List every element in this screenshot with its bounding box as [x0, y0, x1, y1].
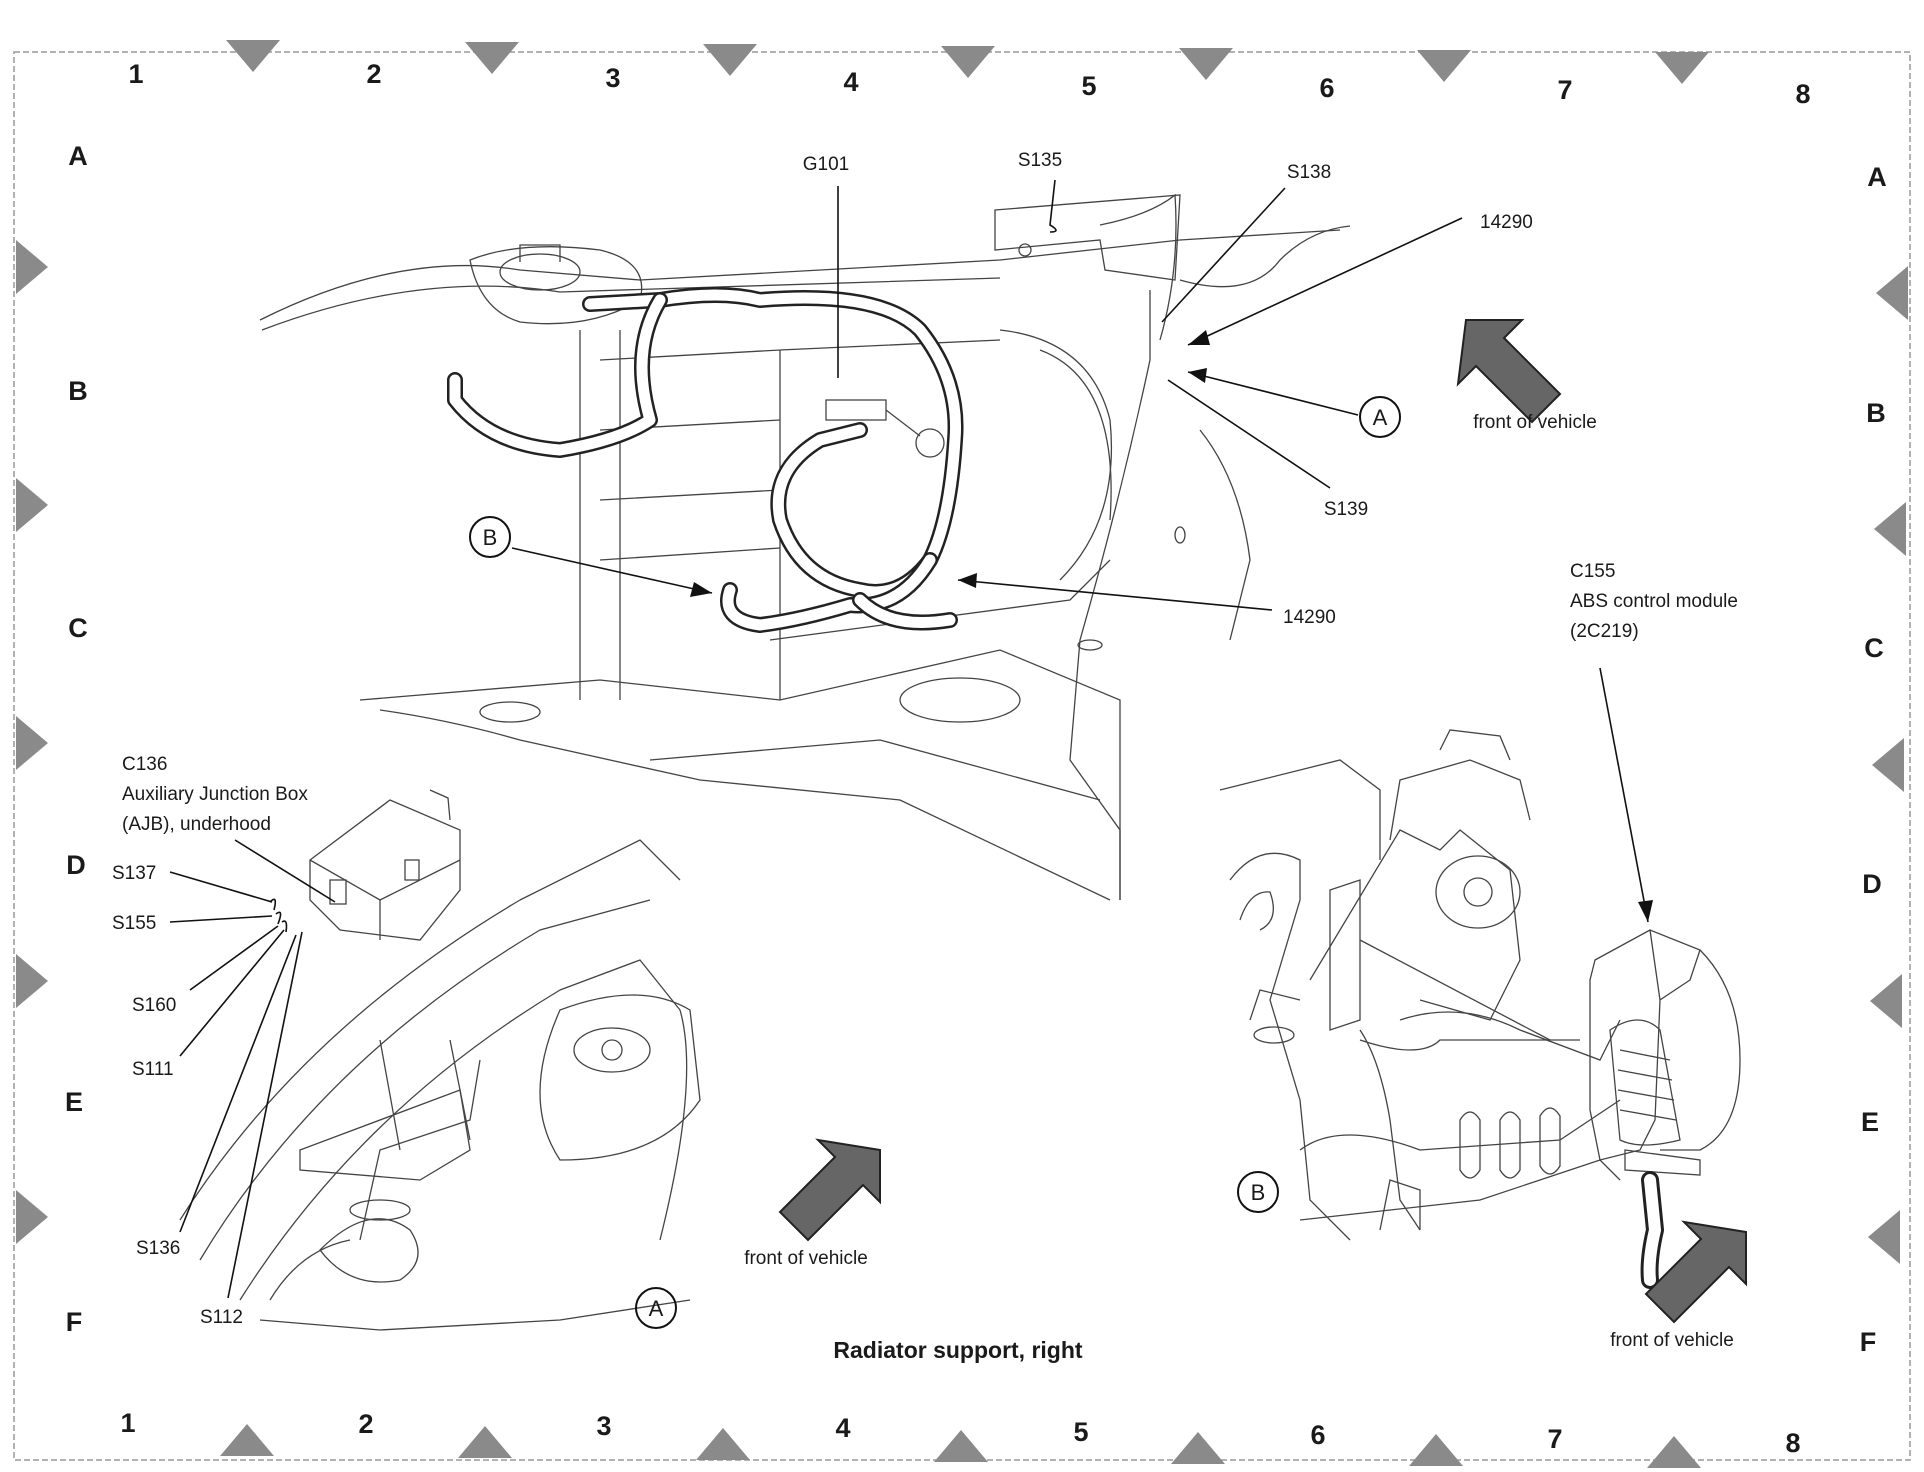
grid-row-a-left: A: [68, 141, 88, 171]
grid-row-f-right: F: [1860, 1327, 1877, 1357]
leader-arrowhead: [1638, 900, 1653, 922]
grid-col-5-top: 5: [1081, 71, 1096, 101]
leader-arrowhead: [958, 573, 977, 588]
grid-row-b-left: B: [68, 376, 88, 406]
callout-s138: S138: [1287, 162, 1331, 183]
grid-marker: [465, 42, 519, 74]
callout-abs-module: ABS control module: [1570, 591, 1738, 612]
grid-row-f-left: F: [66, 1307, 83, 1337]
diagram-caption: Radiator support, right: [833, 1337, 1083, 1363]
front-of-vehicle-label-middle: front of vehicle: [744, 1248, 868, 1269]
view-ref-a: A: [1373, 405, 1388, 430]
grid-col-2-top: 2: [366, 59, 381, 89]
front-of-vehicle-arrow-top: [1456, 319, 1562, 424]
callout-s137: S137: [112, 863, 156, 884]
callout-s112: S112: [200, 1307, 243, 1328]
callout-ajb-name: Auxiliary Junction Box: [122, 784, 308, 805]
grid-row-b-right: B: [1866, 398, 1886, 428]
grid-marker: [458, 1426, 512, 1458]
callout-c136: C136: [122, 754, 167, 775]
front-of-vehicle-label-top: front of vehicle: [1473, 412, 1597, 433]
grid-col-3-bottom: 3: [596, 1411, 611, 1441]
grid-marker: [703, 44, 757, 76]
front-of-vehicle-arrow-middle: [778, 1138, 881, 1242]
grid-marker: [1647, 1436, 1701, 1468]
grid-col-5-bottom: 5: [1073, 1417, 1088, 1447]
grid-marker: [16, 716, 48, 770]
grid-col-4-bottom: 4: [835, 1413, 850, 1443]
leader-arrowhead: [1188, 368, 1207, 383]
view-ref-b: B: [483, 525, 498, 550]
grid-marker: [16, 1190, 48, 1244]
callout-s111: S111: [132, 1059, 174, 1080]
grid-col-7-top: 7: [1557, 75, 1572, 105]
callout-s160: S160: [132, 995, 176, 1016]
callout-14290-top: 14290: [1480, 212, 1533, 233]
view-label-a: A: [649, 1296, 664, 1321]
grid-col-1-top: 1: [128, 59, 143, 89]
view-label-b: B: [1251, 1180, 1266, 1205]
grid-row-e-right: E: [1861, 1107, 1879, 1137]
grid-marker: [1171, 1432, 1225, 1464]
grid-col-3-top: 3: [605, 63, 620, 93]
grid-col-6-top: 6: [1319, 73, 1334, 103]
grid-row-c-left: C: [68, 613, 88, 643]
diagram-border: [13, 51, 1911, 1461]
grid-row-a-right: A: [1867, 162, 1887, 192]
wire-harness-14290: [447, 287, 964, 633]
grid-col-4-top: 4: [843, 67, 858, 97]
front-of-vehicle-label-bottom: front of vehicle: [1610, 1330, 1734, 1351]
grid-row-c-right: C: [1864, 633, 1884, 663]
grid-marker: [226, 40, 280, 72]
grid-col-6-bottom: 6: [1310, 1420, 1325, 1450]
grid-marker: [934, 1430, 988, 1462]
callout-ajb-location: (AJB), underhood: [122, 814, 271, 835]
callout-g101: G101: [803, 154, 849, 175]
grid-marker: [1872, 738, 1904, 792]
grid-markers-bottom: [220, 1424, 1701, 1468]
ground-bolt: [825, 399, 887, 421]
grid-marker: [16, 478, 48, 532]
grid-markers-left: [16, 240, 48, 1244]
callout-14290-center: 14290: [1283, 607, 1336, 628]
grid-marker: [220, 1424, 274, 1456]
radiator-support-structure: [259, 193, 1351, 901]
grid-marker: [1417, 50, 1471, 82]
grid-marker: [1874, 502, 1906, 556]
grid-marker: [16, 240, 48, 294]
grid-markers-top: [226, 40, 1709, 84]
callout-s139: S139: [1324, 499, 1368, 520]
callout-c155: C155: [1570, 561, 1615, 582]
front-of-vehicle-arrow-bottom: [1644, 1220, 1747, 1324]
grid-marker: [1409, 1434, 1463, 1466]
grid-col-1-bottom: 1: [120, 1408, 135, 1438]
grid-marker: [1876, 266, 1908, 320]
grid-row-d-right: D: [1862, 869, 1882, 899]
grid-markers-right: [1868, 266, 1908, 1264]
grid-marker: [1179, 48, 1233, 80]
leader-arrowhead: [1188, 330, 1210, 345]
grid-col-8-top: 8: [1795, 79, 1810, 109]
callout-s155: S155: [112, 913, 156, 934]
detail-a-ajb-view: [179, 789, 701, 1331]
grid-row-d-left: D: [66, 850, 86, 880]
grid-col-8-bottom: 8: [1785, 1428, 1800, 1458]
grid-row-e-left: E: [65, 1087, 83, 1117]
grid-marker: [16, 954, 48, 1008]
grid-marker: [1870, 974, 1902, 1028]
callout-s136: S136: [136, 1238, 180, 1259]
grid-marker: [1868, 1210, 1900, 1264]
leader-arrowhead: [690, 582, 712, 597]
detail-b-abs-view: [1219, 729, 1741, 1289]
grid-marker: [941, 46, 995, 78]
callout-s135: S135: [1018, 150, 1062, 171]
grid-marker: [696, 1428, 750, 1460]
grid-col-7-bottom: 7: [1547, 1424, 1562, 1454]
grid-col-2-bottom: 2: [358, 1409, 373, 1439]
callout-abs-part-number: (2C219): [1570, 621, 1639, 642]
grid-marker: [1655, 52, 1709, 84]
